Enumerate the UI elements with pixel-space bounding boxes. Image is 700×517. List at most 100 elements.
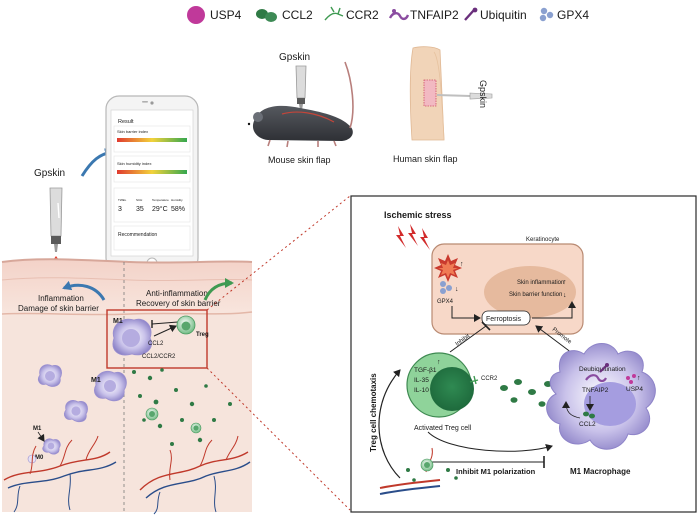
m1-cell-in-box: [112, 318, 152, 356]
ubiquitin-icon: [599, 365, 607, 373]
m1-macrophage: [546, 343, 656, 450]
skin-m1-label: M1: [91, 377, 101, 384]
treg-cell: [420, 458, 434, 472]
legend: USP4 CCL2 CCR2 TNFAIP2 Ubiquitin GPX4: [187, 6, 589, 24]
blood-vessels-left: [3, 435, 117, 513]
skin-right-line2: Recovery of skin barrier: [136, 299, 221, 308]
treg-cell: [145, 407, 159, 421]
svg-text:29°C: 29°C: [152, 205, 168, 213]
human-device-label: Gpskin: [478, 80, 488, 108]
keratinocyte-nucleus: [484, 266, 576, 318]
tnfaip2-label: TNFAIP2: [582, 387, 609, 394]
phone: Result Skin barrier index Skin humidity …: [105, 95, 199, 272]
phone-barrier-bar: [117, 138, 187, 142]
skin-ccl2-ccr2-label: CCL2/CCR2: [142, 354, 176, 360]
skin-flap-area: [423, 79, 437, 107]
treg-chemotaxis-label: Treg cell chemotaxis: [369, 373, 378, 452]
ischemic-stress-label: Ischemic stress: [384, 210, 452, 220]
skin-right-line1: Anti-inflammation: [146, 289, 208, 298]
skin-left-line1: Inflammation: [38, 294, 84, 303]
phone-barrier-label: Skin barrier index: [117, 129, 148, 134]
inhibit-line: [449, 325, 487, 353]
usp4-label: USP4: [626, 386, 643, 393]
phone-humidity-label: Skin humidity index: [117, 161, 151, 166]
mouse-illustration: Gpskin Mouse skin flap: [247, 52, 354, 165]
legend-label: CCR2: [346, 8, 379, 22]
treg-cell-in-box: [176, 315, 196, 335]
barrier-down-arrow: ↓: [563, 292, 567, 299]
legend-item-gpx4: GPX4: [539, 7, 589, 22]
activated-treg-cell: [406, 352, 474, 418]
gpx4-label: GPX4: [437, 299, 454, 305]
zoom-line-bottom: [206, 367, 351, 511]
ccl2-dots: [406, 468, 458, 482]
ccr2-label: CCR2: [481, 376, 498, 382]
m1-cell: [64, 400, 88, 423]
ccl2-dots: [500, 379, 552, 407]
m1-cell: [42, 438, 61, 455]
svg-text:58%: 58%: [171, 206, 185, 213]
il35-label: IL-35: [414, 377, 429, 384]
ccl2-label: CCL2: [579, 421, 596, 428]
skin-treg-label: Treg: [196, 332, 209, 338]
skin-ccl2-label: CCL2: [148, 341, 164, 347]
blood-vessels-right: [139, 435, 251, 515]
skin-m1-label: M1: [33, 426, 42, 432]
usp4-icon: [626, 374, 636, 384]
inhibit-m1-label: Inhibit M1 polarization: [456, 467, 536, 476]
zoom-box: [106, 309, 208, 369]
mouse-caption: Mouse skin flap: [268, 155, 331, 165]
ccl2-icon: [583, 411, 595, 419]
phone-recommendation: Recommendation: [118, 232, 157, 238]
legend-label: USP4: [210, 8, 242, 22]
tgf-label: TGF-β1: [414, 367, 437, 374]
il10-label: IL-10: [414, 387, 429, 394]
m1-cell: [38, 364, 62, 387]
usp4-up-arrow: ↑: [637, 375, 641, 382]
legend-label: TNFAIP2: [410, 8, 459, 22]
human-arm-illustration: Gpskin Human skin flap: [393, 46, 493, 164]
ros-star-icon: [434, 254, 462, 282]
legend-item-usp4: USP4: [187, 6, 242, 24]
skin-m0-label: M0: [35, 455, 44, 461]
svg-text:TWEL: TWEL: [118, 198, 127, 202]
ccr2-receptor: [469, 375, 479, 385]
legend-label: Ubiquitin: [480, 8, 527, 22]
mouse-device-label: Gpskin: [279, 52, 310, 63]
gpx4-down-arrow: ↓: [455, 286, 459, 293]
svg-text:SCH: SCH: [136, 198, 142, 202]
gpx4-icon: [440, 281, 452, 294]
legend-label: GPX4: [557, 8, 589, 22]
inflammation-arrow: [62, 280, 106, 301]
tnfaip2-icon: [585, 374, 607, 383]
legend-item-tnfaip2: TNFAIP2: [388, 8, 459, 22]
phone-metric: SCH 35: [136, 198, 144, 213]
phone-metric: Temperature 29°C: [152, 198, 169, 213]
ferroptosis-box: [481, 310, 531, 326]
legend-item-ccl2: CCL2: [256, 8, 313, 22]
inflammation-up-arrow: ↑: [563, 279, 567, 286]
m1-cell: [94, 370, 127, 402]
legend-item-ubiquitin: Ubiquitin: [464, 7, 527, 22]
svg-text:Humidity: Humidity: [171, 198, 183, 202]
lightning-icon: [396, 224, 430, 250]
recovery-arrow: [203, 278, 234, 301]
cytokine-up-arrow: ↑: [437, 359, 441, 366]
phone-humidity-bar: [117, 170, 187, 174]
keratinocyte-label: Keratinocyte: [526, 237, 560, 243]
ccl2-dots: [132, 368, 232, 446]
phone-result-title: Result: [118, 119, 134, 125]
zoom-line-top: [206, 195, 351, 311]
legend-label: CCL2: [282, 8, 313, 22]
chemotaxis-arrow: [378, 369, 401, 479]
phone-metric: TWEL 3: [118, 198, 127, 213]
activated-treg-label: Activated Treg cell: [414, 425, 472, 432]
human-caption: Human skin flap: [393, 154, 458, 164]
skin-left-line2: Damage of skin barrier: [18, 304, 99, 313]
skin-inflammation-label: Skin inflammation: [517, 280, 564, 286]
skin-m1-label: M1: [113, 318, 123, 325]
ros-up-arrow: ↑: [460, 261, 464, 268]
skin-section: Inflammation Damage of skin barrier Anti…: [1, 258, 253, 515]
m1-macrophage-label: M1 Macrophage: [570, 467, 631, 476]
